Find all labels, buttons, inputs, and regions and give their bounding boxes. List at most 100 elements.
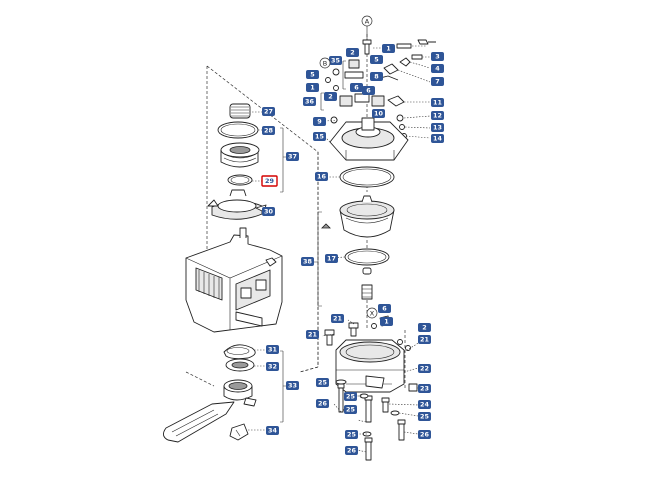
- svg-text:36: 36: [305, 98, 314, 106]
- callout-6-top: 6: [350, 83, 363, 92]
- svg-text:8: 8: [374, 73, 379, 81]
- part-screw-24: [381, 397, 390, 413]
- part-1c: [371, 323, 377, 329]
- marker-B: B: [319, 57, 331, 69]
- part-4: [399, 57, 411, 67]
- callout-3: 3: [431, 52, 444, 61]
- callout-29-highlighted: 29: [261, 175, 278, 187]
- part-top-screw: [362, 39, 372, 55]
- svg-text:11: 11: [433, 99, 442, 107]
- callout-33: 33: [286, 381, 299, 390]
- svg-text:A: A: [365, 18, 370, 26]
- callout-25-a: 25: [316, 378, 329, 387]
- part-burr: [220, 142, 260, 168]
- svg-text:26: 26: [318, 400, 327, 408]
- svg-text:10: 10: [374, 110, 383, 118]
- callout-36: 36: [303, 97, 316, 106]
- svg-text:37: 37: [288, 153, 297, 161]
- part-36-assembly: [333, 85, 405, 107]
- svg-text:16: 16: [317, 173, 326, 181]
- callout-5-right: 5: [370, 55, 383, 64]
- callout-27: 27: [262, 107, 275, 116]
- part-burr-32: [225, 358, 255, 372]
- part-screw-26d: [364, 437, 373, 461]
- svg-text:2: 2: [422, 324, 426, 332]
- callout-25-d: 25: [418, 412, 431, 421]
- callout-25-c: 25: [344, 405, 357, 414]
- svg-text:24: 24: [420, 401, 429, 409]
- part-35-assembly: [325, 59, 364, 83]
- callout-23: 23: [418, 384, 431, 393]
- svg-text:29: 29: [265, 177, 274, 185]
- callout-35: 35: [329, 56, 342, 65]
- svg-text:4: 4: [435, 65, 440, 73]
- callout-26-a: 26: [316, 399, 329, 408]
- svg-text:X: X: [370, 310, 375, 318]
- callout-1-mid: 1: [306, 83, 319, 92]
- svg-text:32: 32: [268, 363, 277, 371]
- callout-37: 37: [286, 152, 299, 161]
- callout-21-c: 21: [418, 335, 431, 344]
- svg-text:13: 13: [433, 124, 442, 132]
- callout-25-b: 25: [344, 392, 357, 401]
- callout-26-b: 26: [418, 430, 431, 439]
- callout-24: 24: [418, 400, 431, 409]
- callout-22: 22: [418, 364, 431, 373]
- part-3: [411, 54, 423, 60]
- svg-text:5: 5: [310, 71, 314, 79]
- callout-11: 11: [431, 98, 444, 107]
- svg-text:1: 1: [384, 318, 388, 326]
- svg-text:30: 30: [264, 208, 273, 216]
- svg-text:21: 21: [420, 336, 429, 344]
- part-base-housing-22: [335, 339, 405, 393]
- callout-38: 38: [301, 257, 314, 266]
- part-9: [330, 116, 338, 124]
- callout-6-mid: 6: [362, 86, 375, 95]
- part-upper-housing-15: [329, 117, 409, 161]
- svg-text:9: 9: [317, 118, 322, 126]
- svg-text:23: 23: [420, 385, 429, 393]
- svg-text:2: 2: [328, 93, 332, 101]
- callout-10: 10: [372, 109, 385, 118]
- svg-text:33: 33: [288, 382, 297, 390]
- callout-26-c: 26: [345, 446, 358, 455]
- svg-text:26: 26: [420, 431, 429, 439]
- svg-text:1: 1: [386, 45, 390, 53]
- marker-X: X: [366, 307, 378, 319]
- svg-text:2: 2: [350, 49, 354, 57]
- part-23: [408, 383, 418, 392]
- svg-text:25: 25: [318, 379, 327, 387]
- callout-1-low: 1: [380, 317, 393, 326]
- part-burr-cup: [339, 195, 395, 238]
- svg-text:25: 25: [420, 413, 429, 421]
- callout-21-b: 21: [306, 330, 319, 339]
- callout-30: 30: [262, 207, 275, 216]
- svg-text:6: 6: [366, 87, 371, 95]
- marker-A: A: [361, 15, 373, 27]
- callout-4: 4: [431, 64, 444, 73]
- part-seal-16: [339, 166, 395, 188]
- callout-2-mid: 2: [324, 92, 337, 101]
- part-screw-21a: [324, 329, 335, 346]
- svg-text:15: 15: [315, 133, 324, 141]
- callout-1-top: 1: [382, 44, 395, 53]
- callout-12: 12: [431, 111, 444, 120]
- svg-text:6: 6: [354, 84, 359, 92]
- svg-text:31: 31: [268, 346, 277, 354]
- part-housing: [185, 227, 283, 333]
- svg-text:12: 12: [433, 112, 442, 120]
- callout-2-low: 2: [418, 323, 431, 332]
- part-bracket-34: [229, 423, 249, 441]
- svg-text:17: 17: [327, 255, 336, 263]
- part-12: [396, 114, 404, 122]
- callout-8: 8: [370, 72, 383, 81]
- svg-text:B: B: [323, 60, 327, 68]
- svg-text:7: 7: [435, 78, 439, 86]
- svg-text:28: 28: [264, 127, 273, 135]
- svg-text:3: 3: [435, 53, 439, 61]
- svg-text:25: 25: [346, 406, 355, 414]
- svg-text:38: 38: [303, 258, 312, 266]
- part-dosing-arm: [163, 379, 257, 443]
- part-2c: [397, 339, 403, 345]
